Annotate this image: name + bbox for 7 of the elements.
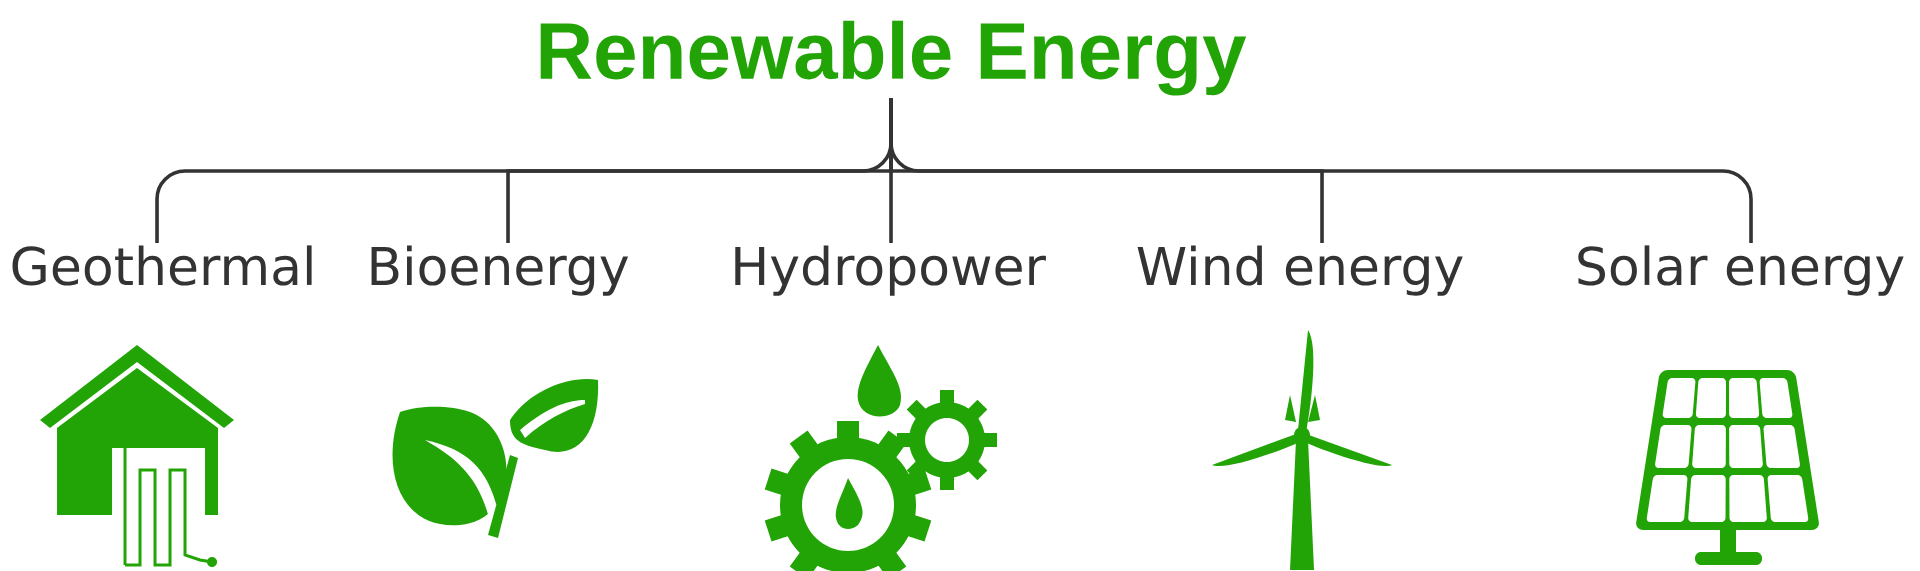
category-label: Solar energy [1578, 245, 1904, 296]
connector [889, 98, 1753, 243]
title: Renewable Energy [540, 20, 1247, 96]
category-label: Hydropower [735, 245, 1046, 296]
category-label: Geothermal [12, 245, 312, 286]
category-label: Bioenergy [371, 245, 629, 296]
category-label: Wind energy [1137, 245, 1463, 296]
